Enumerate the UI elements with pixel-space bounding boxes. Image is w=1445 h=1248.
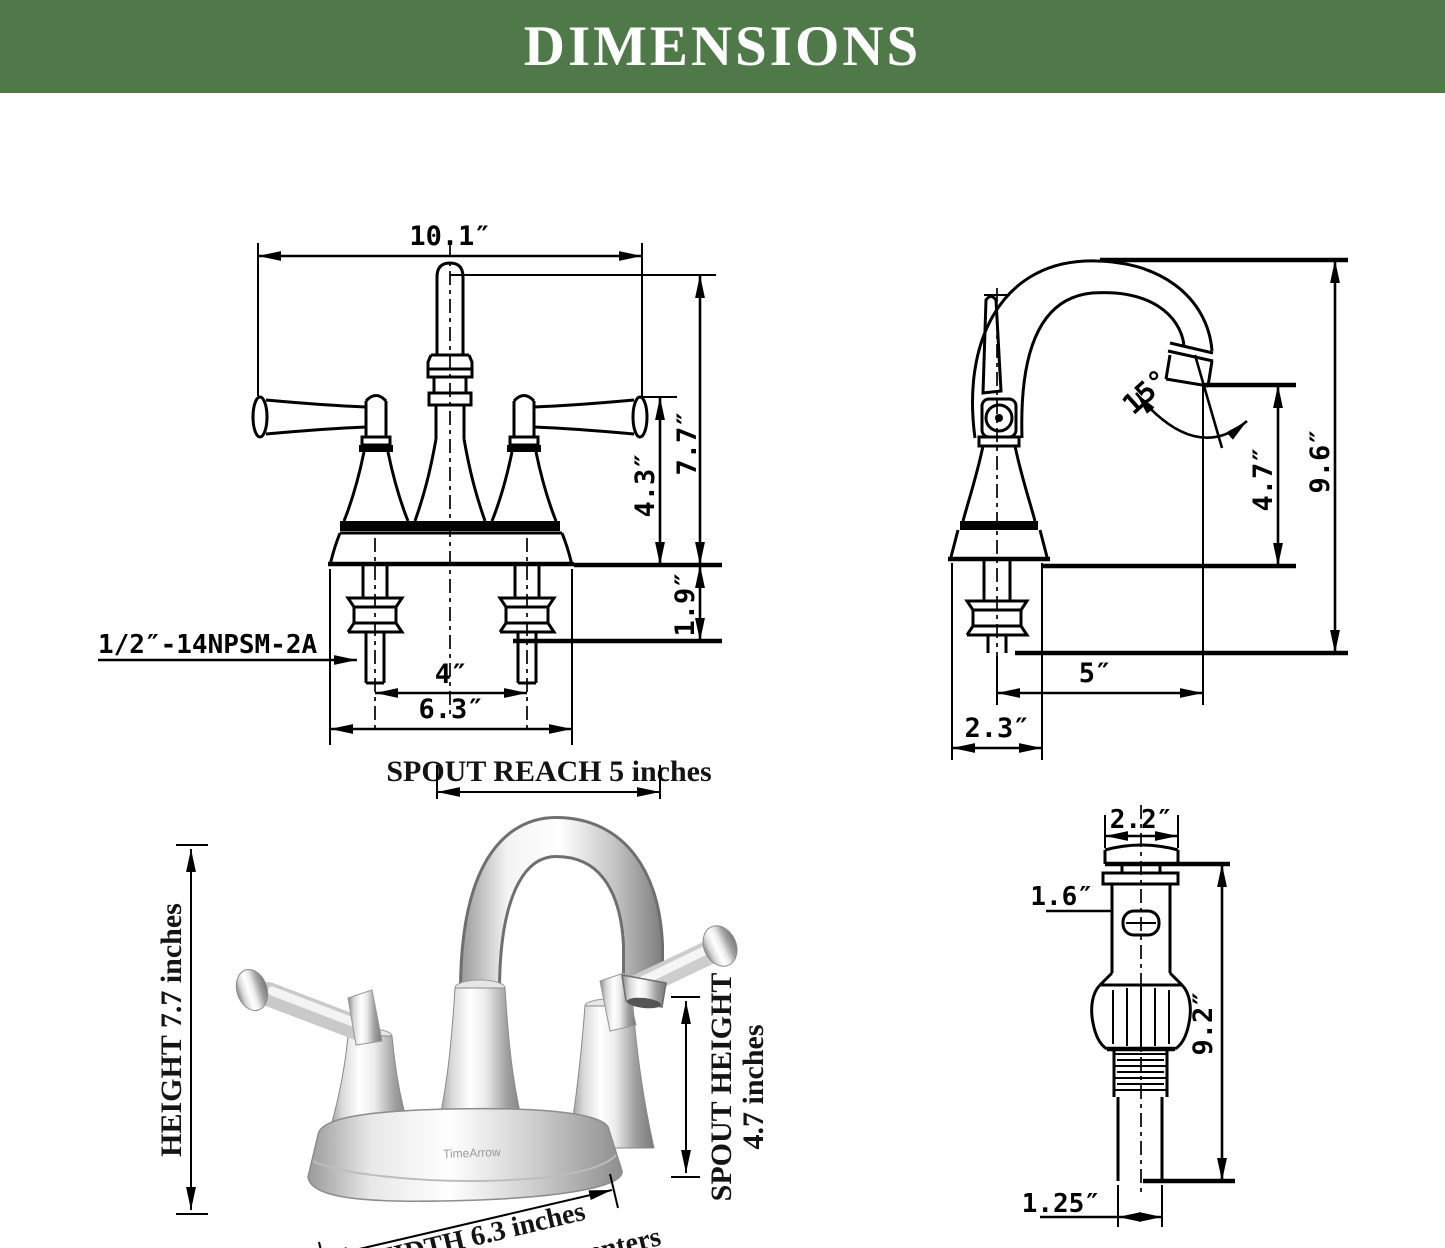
- side-spout-height-label: 4.7″: [1248, 446, 1279, 511]
- drain-cap-diameter-label: 2.2″: [1110, 805, 1173, 835]
- photo-height-label: HEIGHT 7.7 inches: [155, 903, 188, 1157]
- front-left-shank: [345, 538, 405, 733]
- side-view-drawing: 15° 9.6″ 4.7″ 5″ 2.3″: [948, 257, 1348, 760]
- header-banner: DIMENSIONS: [0, 0, 1445, 93]
- brand-logo: TimeArrow: [443, 1145, 501, 1161]
- thread-spec-label: 1/2″-14NPSM-2A: [98, 630, 317, 660]
- photo-spout-height-label-2: 4.7 inches: [737, 1024, 770, 1149]
- photo-width-label: WIDTH 6.3 inches: [364, 1196, 588, 1248]
- side-overall-height-label: 9.6″: [1305, 428, 1336, 493]
- front-base-height-label: 1.9″: [670, 571, 701, 636]
- page-title: DIMENSIONS: [523, 15, 922, 78]
- dimension-drawings: 10.1″ 7.7″ 4.3″ 1.9″ 1/2″-14NPSM-2A 4″ 6…: [98, 221, 1348, 1248]
- drain-pipe-diameter-label: 1.25″: [1022, 1189, 1100, 1219]
- front-handle-height-label: 4.3″: [630, 452, 661, 517]
- front-view-drawing: 10.1″ 7.7″ 4.3″ 1.9″ 1/2″-14NPSM-2A 4″ 6…: [98, 221, 722, 745]
- drain-overflow-label: 1.6″: [1030, 882, 1093, 912]
- photo-spout-height-label-1: SPOUT HEIGHT: [705, 973, 738, 1202]
- faucet-photo: TimeArrow: [235, 815, 738, 1203]
- front-right-shank: [497, 538, 557, 733]
- drain-drawing: 1.6″ 2.2″ 9.2″ 1.25″: [1022, 805, 1235, 1227]
- photo-spout-reach-label: SPOUT REACH 5 inches: [386, 755, 711, 788]
- drain-length-label: 9.2″: [1188, 990, 1219, 1055]
- front-hole-spacing-label: 4″: [435, 659, 468, 690]
- front-top-width-label: 10.1″: [409, 221, 490, 252]
- side-spout-reach-label: 5″: [1079, 658, 1112, 689]
- front-base-width-label: 6.3″: [418, 694, 483, 725]
- front-total-height-label: 7.7″: [672, 410, 703, 475]
- side-base-depth-label: 2.3″: [964, 713, 1029, 744]
